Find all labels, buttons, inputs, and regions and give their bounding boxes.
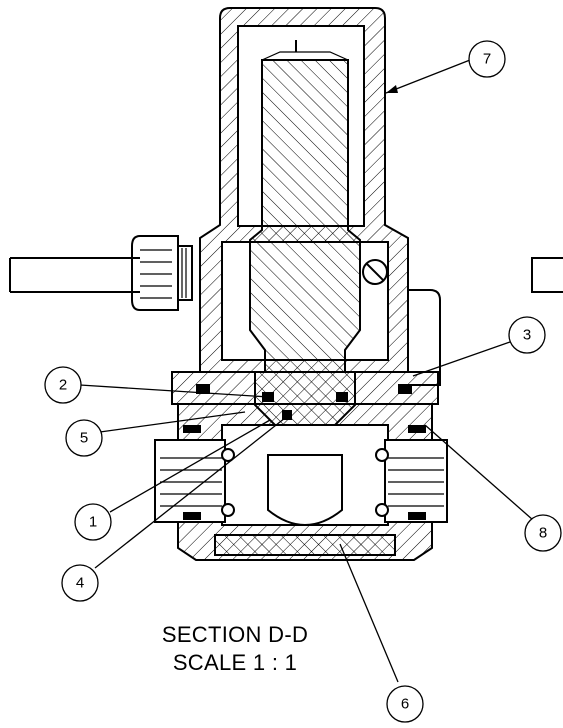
svg-text:1: 1 — [89, 514, 97, 531]
callout-5: 5 — [65, 419, 103, 457]
scale-label: SCALE 1 : 1 — [172, 650, 298, 675]
adjust-knob — [131, 235, 193, 311]
callout-8: 8 — [524, 514, 562, 552]
callout-1: 1 — [74, 503, 112, 541]
svg-text:3: 3 — [523, 327, 531, 344]
svg-text:2: 2 — [59, 377, 67, 394]
plunger — [249, 40, 361, 373]
svg-text:4: 4 — [76, 575, 84, 592]
callout-2: 2 — [44, 366, 82, 404]
callout-3: 3 — [508, 316, 546, 354]
left-fitting — [154, 425, 235, 523]
svg-text:8: 8 — [539, 525, 547, 542]
section-title: SECTION D-D — [161, 622, 309, 647]
callout-4: 4 — [61, 564, 99, 602]
right-pipe — [531, 257, 563, 293]
svg-text:6: 6 — [401, 696, 409, 713]
guide-pin — [362, 259, 388, 285]
callout-7: 7 — [468, 40, 506, 78]
manifold-body — [177, 403, 433, 561]
right-fitting — [375, 425, 448, 523]
leader-lines — [79, 59, 534, 683]
callout-6: 6 — [386, 685, 424, 723]
left-pipe — [9, 257, 140, 293]
svg-text:5: 5 — [80, 430, 88, 447]
side-block — [408, 289, 441, 386]
svg-text:7: 7 — [483, 51, 491, 68]
